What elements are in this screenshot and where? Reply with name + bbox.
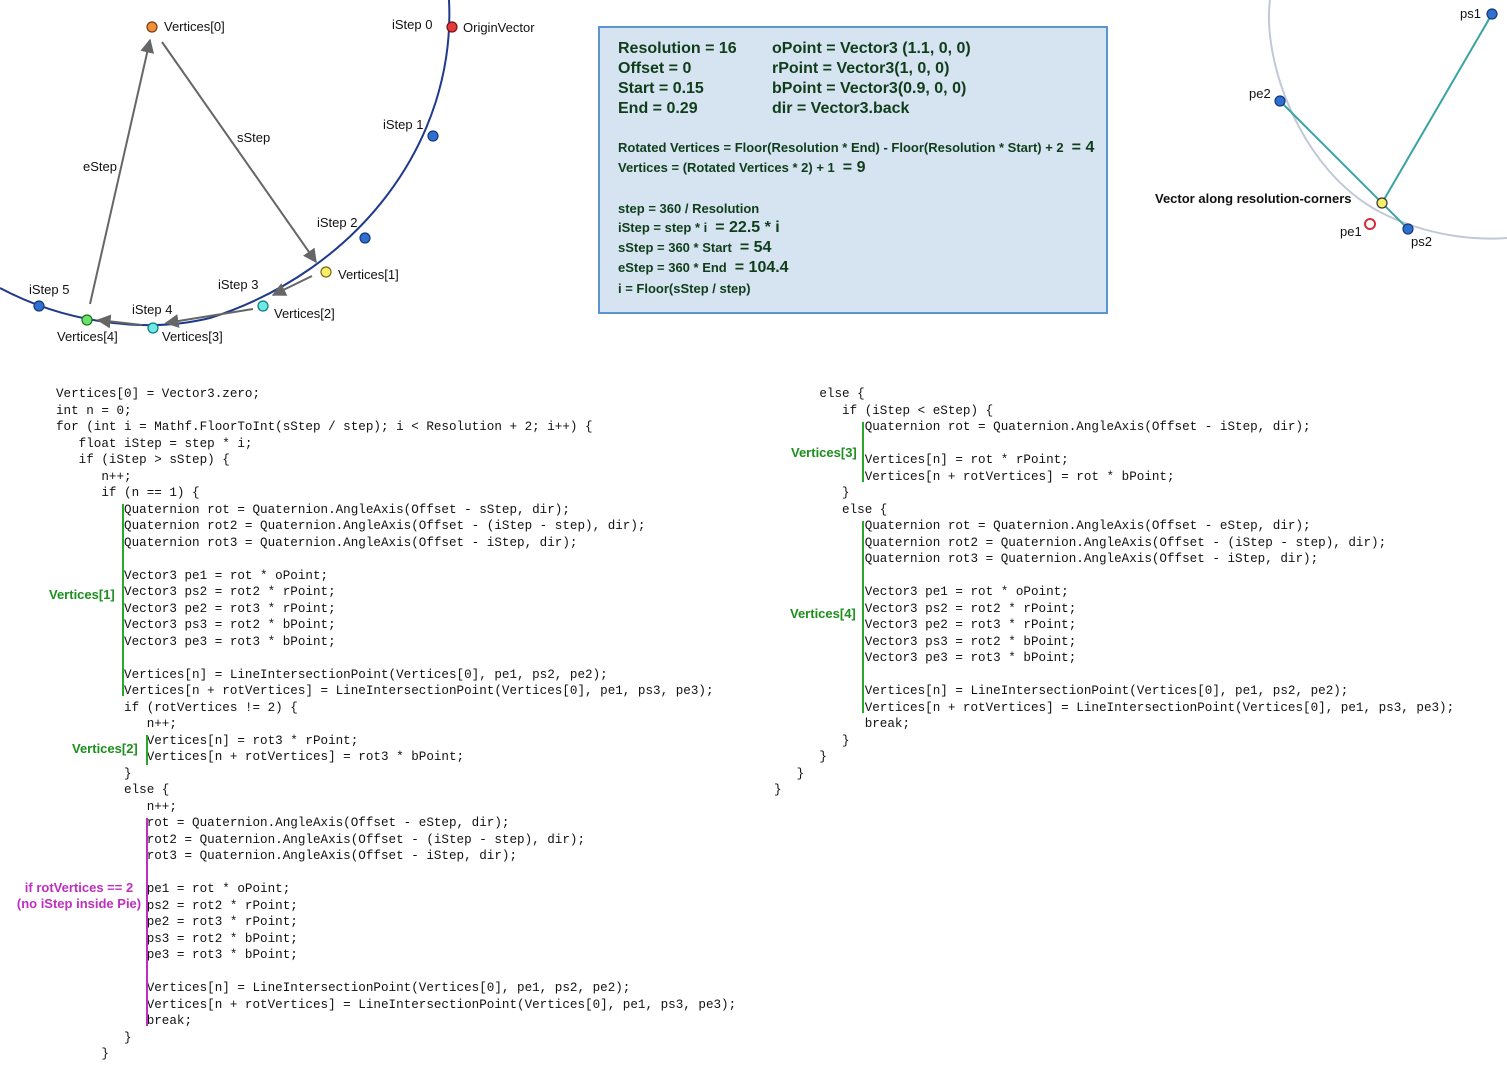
parameters-box: Resolution = 16 oPoint = Vector3 (1.1, 0…: [598, 26, 1108, 314]
rotvertices-bracket: [146, 818, 148, 1026]
code-block-right: else { if (iStep < eStep) { Quaternion r…: [774, 387, 1455, 797]
ps1-point: [1486, 8, 1498, 20]
vertices-formula-result: = 9: [842, 159, 866, 176]
pe1-point: [1364, 218, 1376, 230]
estep-formula: eStep = 360 * End = 104.4: [618, 259, 789, 277]
pe2-point: [1274, 95, 1286, 107]
vertex-2-label: Vertices[2]: [274, 306, 335, 321]
estep-formula-result: = 104.4: [734, 259, 789, 276]
param-opoint: oPoint = Vector3 (1.1, 0, 0): [772, 40, 971, 57]
pie-circle-arc: [0, 0, 451, 327]
step-formula-text: step = 360 / Resolution: [618, 201, 760, 216]
i-formula: i = Floor(sStep / step): [618, 280, 751, 298]
istep-4-label: iStep 4: [132, 302, 172, 317]
istep-5-label: iStep 5: [29, 282, 69, 297]
i-formula-text: i = Floor(sStep / step): [618, 281, 751, 296]
pe1-label: pe1: [1340, 224, 1362, 239]
istep-formula-result: = 22.5 * i: [715, 219, 780, 236]
vertex-3-label: Vertices[3]: [162, 329, 223, 344]
istep-2-label: iStep 2: [317, 215, 357, 230]
param-dir: dir = Vector3.back: [772, 100, 910, 117]
vertices-3-bracket: [862, 422, 864, 482]
istep-5-point: [33, 300, 45, 312]
rotvertices-annotation-line1: if rotVertices == 2: [24, 880, 134, 895]
origin-vector-label: OriginVector: [463, 20, 535, 35]
estep-arrow: [89, 38, 155, 305]
sstep-label: sStep: [237, 130, 270, 145]
rotated-formula-result: = 4: [1071, 139, 1095, 156]
vertex-1-point: [320, 266, 332, 278]
vertex-1-label: Vertices[1]: [338, 267, 399, 282]
ps1-label: ps1: [1460, 6, 1481, 21]
vertices-2-annotation: Vertices[2]: [72, 741, 138, 756]
estep-label: eStep: [83, 159, 117, 174]
sstep-formula-text: sStep = 360 * Start: [618, 240, 732, 255]
param-bpoint: bPoint = Vector3(0.9, 0, 0): [772, 80, 967, 97]
pe2-label: pe2: [1249, 86, 1271, 101]
vertices-1-bracket: [122, 504, 124, 696]
vertices-3-annotation: Vertices[3]: [791, 445, 857, 460]
sstep-arrow: [161, 41, 317, 264]
ps2-point: [1402, 223, 1414, 235]
rotvertices-annotation: if rotVertices == 2 (no iStep inside Pie…: [14, 880, 144, 912]
rotvertices-annotation-line2: (no iStep inside Pie): [16, 896, 142, 911]
pie-diagram: Vertices[0] Vertices[1] Vertices[2] Vert…: [0, 0, 1507, 344]
istep-formula-text: iStep = step * i: [618, 220, 708, 235]
step-formula: step = 360 / Resolution: [618, 200, 759, 218]
vertex-0-point: [146, 21, 158, 33]
istep-3-label: iStep 3: [218, 277, 258, 292]
param-rpoint: rPoint = Vector3(1, 0, 0): [772, 60, 950, 77]
vertex-4-point: [81, 314, 93, 326]
vertex-4-label: Vertices[4]: [57, 329, 118, 344]
param-start: Start = 0.15: [618, 80, 704, 97]
istep-1-label: iStep 1: [383, 117, 423, 132]
istep-2-point: [359, 232, 371, 244]
vertices-1-annotation: Vertices[1]: [49, 587, 115, 602]
istep-formula: iStep = step * i = 22.5 * i: [618, 219, 780, 237]
sstep-formula-result: = 54: [739, 239, 772, 256]
istep-1-point: [427, 130, 439, 142]
param-end: End = 0.29: [618, 100, 698, 117]
sstep-formula: sStep = 360 * Start = 54: [618, 239, 771, 257]
vertices-4-bracket: [862, 521, 864, 713]
v1-v2-arrow: [271, 275, 313, 296]
corner-diagram-title: Vector along resolution-corners: [1155, 191, 1352, 206]
rotated-vertices-formula: Rotated Vertices = Floor(Resolution * En…: [618, 139, 1094, 157]
istep-0-label: iStep 0: [392, 17, 432, 32]
vertices-formula-text: Vertices = (Rotated Vertices * 2) + 1: [618, 160, 835, 175]
intersection-point: [1376, 197, 1388, 209]
v2-v3-arrow: [164, 308, 254, 328]
pe2-line: [1279, 100, 1409, 230]
parameter-grid: Resolution = 16 oPoint = Vector3 (1.1, 0…: [618, 40, 971, 118]
vertex-3-point: [147, 322, 159, 334]
rotated-formula-text: Rotated Vertices = Floor(Resolution * En…: [618, 140, 1064, 155]
istep-0-point: [446, 21, 458, 33]
code-block-left: Vertices[0] = Vector3.zero; int n = 0; f…: [56, 387, 737, 1061]
ps1-line: [1381, 13, 1493, 204]
vertex-0-label: Vertices[0]: [164, 19, 225, 34]
vertex-2-point: [257, 300, 269, 312]
vertices-4-annotation: Vertices[4]: [790, 606, 856, 621]
vertices-formula: Vertices = (Rotated Vertices * 2) + 1 = 9: [618, 159, 865, 177]
vertices-2-bracket: [146, 735, 148, 765]
v3-v4-arrow: [96, 314, 143, 329]
corner-circle-arc: [1268, 0, 1507, 240]
param-offset: Offset = 0: [618, 60, 692, 77]
param-resolution: Resolution = 16: [618, 40, 737, 57]
ps2-label: ps2: [1411, 234, 1432, 249]
estep-formula-text: eStep = 360 * End: [618, 260, 727, 275]
